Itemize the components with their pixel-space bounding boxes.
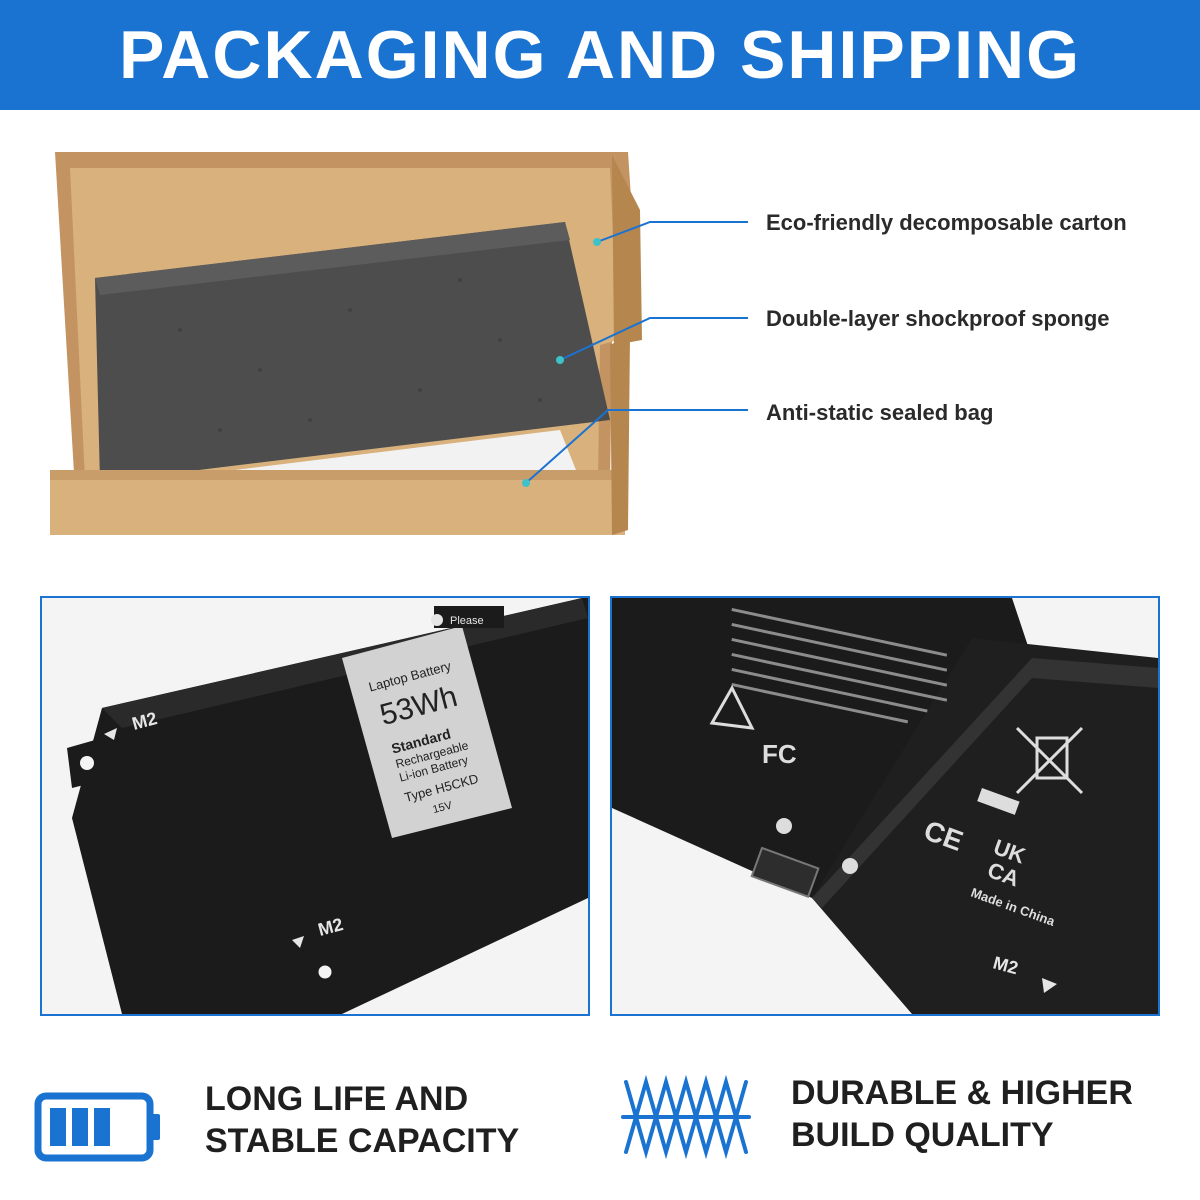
battery-back-photo: FC CE UK CA Made in China M2 — [610, 596, 1160, 1016]
feature-durable-line1: DURABLE & HIGHER — [791, 1074, 1133, 1112]
callout-carton: Eco-friendly decomposable carton — [766, 210, 1127, 235]
fc-mark: FC — [762, 739, 797, 769]
label-voltage: 15V — [431, 799, 454, 816]
sponge — [95, 222, 610, 482]
battery-icon — [34, 1092, 160, 1162]
callout-sponge: Double-layer shockproof sponge — [766, 306, 1110, 331]
callout-bag: Anti-static sealed bag — [766, 400, 994, 425]
carton-illustration — [50, 152, 748, 535]
battery-label — [342, 626, 512, 838]
feature-long-life-line1: LONG LIFE AND — [205, 1080, 469, 1118]
feature-long-life: LONG LIFE AND STABLE CAPACITY — [30, 1070, 590, 1170]
durable-spring-icon — [621, 1074, 751, 1160]
feature-long-life-line2: STABLE CAPACITY — [205, 1122, 520, 1160]
please-tab: Please — [450, 615, 484, 627]
feature-durable: DURABLE & HIGHER BUILD QUALITY — [615, 1070, 1175, 1170]
battery-front-photo: Laptop Battery 53Wh Standard Rechargeabl… — [40, 596, 590, 1016]
header-banner: PACKAGING AND SHIPPING — [0, 0, 1200, 110]
feature-durable-line2: BUILD QUALITY — [791, 1116, 1054, 1154]
page-title: PACKAGING AND SHIPPING — [118, 17, 1082, 93]
